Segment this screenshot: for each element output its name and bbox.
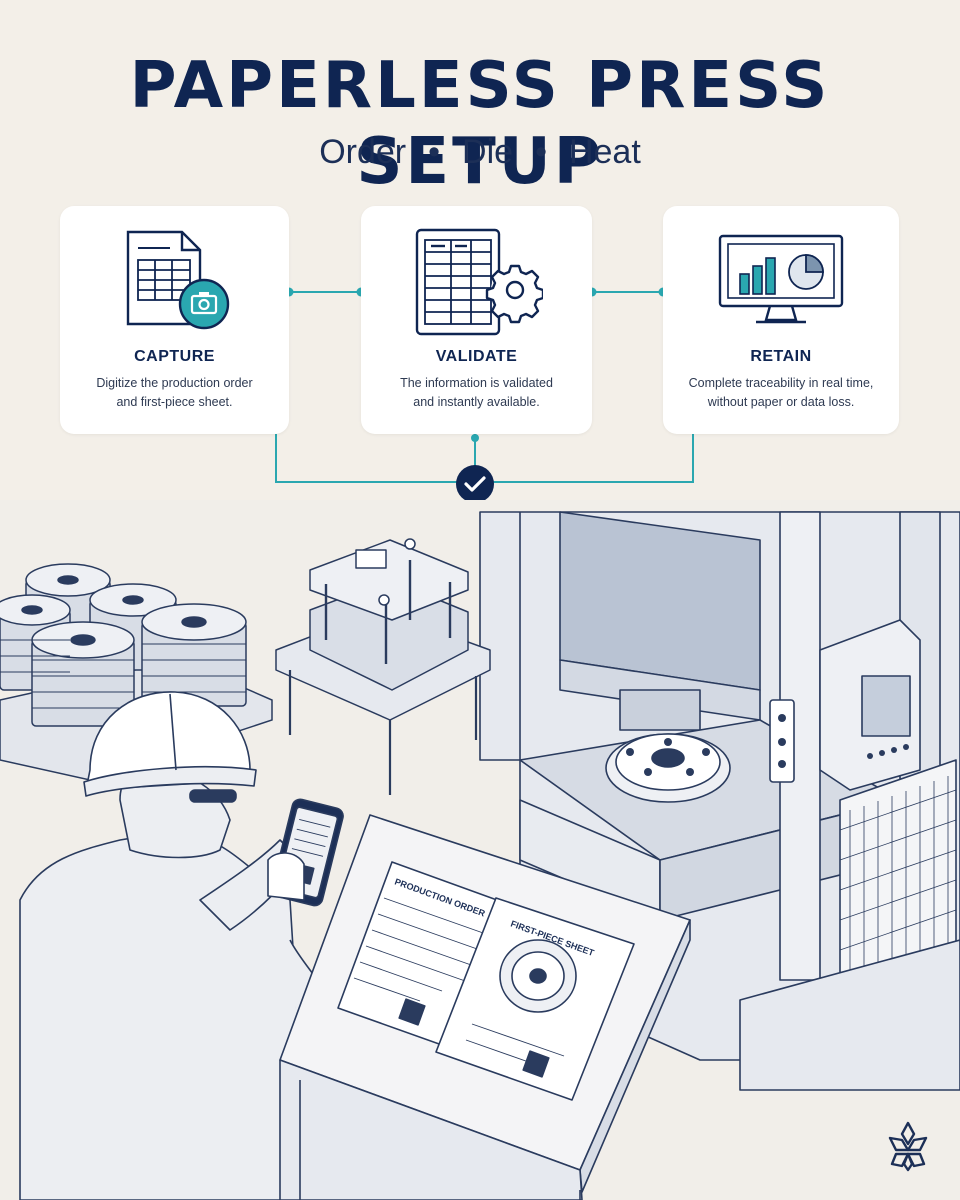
bullet-separator: •	[428, 133, 441, 171]
die-set-table	[275, 538, 491, 795]
step-description-line: and instantly available.	[413, 395, 540, 409]
document-lectern: PRODUCTION ORDER FIRST-PIECE SHEET	[279, 814, 691, 1200]
first-piece-sheet-document	[435, 897, 635, 1101]
factory-illustration: PRODUCTION ORDER FIRST-PIECE SHEET	[0, 500, 960, 1200]
monitor-chart-icon	[718, 234, 844, 324]
subtitle-order: Order	[319, 133, 407, 171]
brand-logo-icon	[888, 1121, 928, 1172]
page-title: PAPERLESS PRESS SETUP	[129, 49, 831, 199]
bullet-separator: •	[535, 133, 547, 171]
step-title: VALIDATE	[435, 348, 518, 365]
step-description: The information is validated and instant…	[377, 374, 576, 412]
step-description-line: The information is validated	[400, 376, 553, 390]
step-description: Complete traceability in real time, with…	[679, 374, 883, 412]
page-subtitle: Order • Die • Heat	[0, 130, 960, 174]
spreadsheet-gear-icon	[415, 228, 543, 336]
subtitle-die: Die	[462, 133, 514, 171]
step-description-line: and first-piece sheet.	[116, 395, 233, 409]
step-description-line: Digitize the production order	[96, 376, 253, 390]
subtitle-heat: Heat	[568, 133, 641, 171]
step-title: RETAIN	[750, 348, 812, 365]
operator-worker	[19, 691, 344, 1200]
step-description-line: without paper or data loss.	[707, 395, 855, 409]
step-card-capture: CAPTURE Digitize the production order an…	[60, 206, 289, 434]
step-card-validate: VALIDATE The information is validated an…	[361, 206, 592, 434]
checkmark-icon	[456, 465, 494, 503]
step-title: CAPTURE	[134, 348, 215, 365]
step-description-line: Complete traceability in real time,	[688, 376, 874, 390]
step-description: Digitize the production order and first-…	[76, 374, 273, 412]
document-camera-icon	[126, 230, 229, 330]
step-card-retain: RETAIN Complete traceability in real tim…	[663, 206, 899, 434]
